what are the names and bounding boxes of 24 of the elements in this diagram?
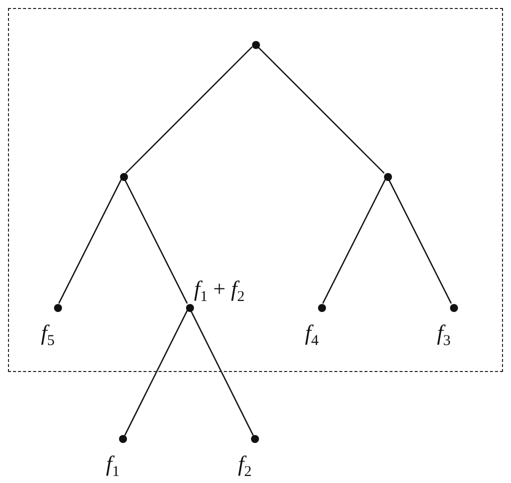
tree-edge (257, 46, 385, 174)
node-label: f$_{5}$ (41, 322, 55, 344)
tree-edge (124, 179, 188, 304)
tree-edge (190, 310, 254, 436)
tree-node-dot (186, 304, 194, 312)
tree-edge (124, 310, 188, 436)
tree-edge (125, 46, 253, 174)
tree-node-dot (119, 435, 127, 443)
tree-node-dot (450, 304, 458, 312)
tree-edge (58, 179, 122, 304)
tree-node-dot (54, 304, 62, 312)
tree-edge (388, 179, 452, 304)
node-label: f$_{3}$ (437, 322, 451, 344)
tree-node-dot (120, 173, 128, 181)
tree-node-dot (384, 173, 392, 181)
tree-node-dot (251, 435, 259, 443)
tree-edge (322, 179, 386, 304)
node-label: f$_{1}$ + f$_{2}$ (194, 278, 245, 300)
tree-node-dot (318, 304, 326, 312)
node-label: f$_{2}$ (238, 453, 252, 475)
tree-node-dot (252, 41, 260, 49)
node-label: f$_{4}$ (305, 322, 319, 344)
node-label: f$_{1}$ (106, 453, 120, 475)
dashed-frame (8, 8, 503, 372)
